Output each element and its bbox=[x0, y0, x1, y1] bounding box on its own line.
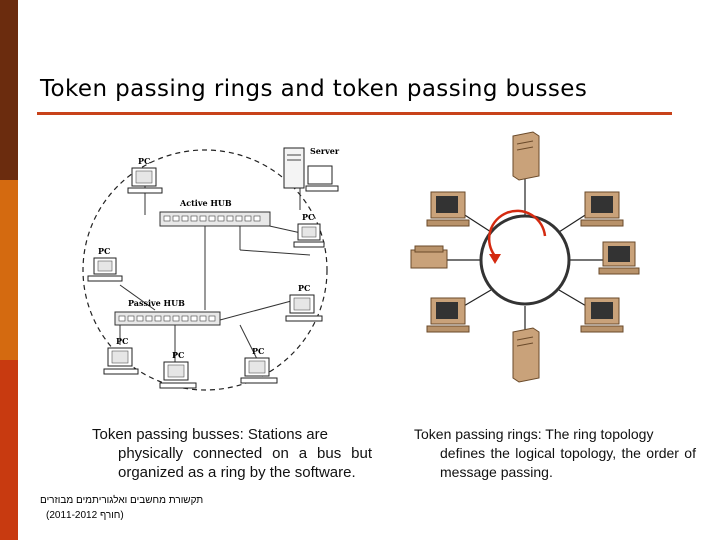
pc-upper-right bbox=[580, 191, 624, 227]
sidebar-stripe-bottom bbox=[0, 360, 18, 540]
slide-title: Token passing rings and token passing bu… bbox=[40, 76, 588, 102]
ring bbox=[479, 214, 571, 306]
pc-bottom-left: PC bbox=[103, 336, 139, 375]
pc-middle-left bbox=[410, 245, 448, 269]
pc-bottom-center: PC bbox=[159, 350, 197, 389]
ring-caption-first: Token passing rings: The ring topology bbox=[414, 426, 654, 442]
bus-caption: Token passing busses: Stations are physi… bbox=[92, 425, 372, 482]
pc-left: PC bbox=[87, 246, 123, 282]
title-underline bbox=[37, 112, 672, 115]
semester-footer: (2011-2012 חורף) bbox=[46, 510, 124, 521]
pc-bottom-right: PC bbox=[240, 346, 278, 384]
token-ring-diagram bbox=[410, 131, 640, 383]
server: Server bbox=[283, 146, 340, 192]
token-direction-arrow bbox=[487, 209, 547, 257]
pc-label: PC bbox=[172, 350, 184, 360]
bus-caption-first: Token passing busses: Stations are bbox=[92, 426, 328, 443]
pc-top-left: PC bbox=[127, 156, 163, 194]
pc-label: PC bbox=[252, 346, 264, 356]
ring-caption-rest: defines the logical topology, the order … bbox=[440, 445, 696, 480]
bus-cables bbox=[119, 180, 311, 380]
passive-hub-label: Passive HUB bbox=[128, 298, 185, 308]
active-hub: Active HUB bbox=[159, 198, 271, 227]
sidebar-stripe-middle bbox=[0, 180, 18, 360]
pc-lower-right bbox=[580, 297, 624, 333]
token-bus-diagram: Active HUB Passive HUB PC Server PC bbox=[82, 146, 340, 391]
course-title-footer: תקשורת מחשבים ואלגוריתמים מבוזרים bbox=[40, 495, 204, 506]
pc-label: PC bbox=[302, 212, 314, 222]
server-label: Server bbox=[310, 146, 340, 156]
pc-label: PC bbox=[138, 156, 150, 166]
passive-hub: Passive HUB bbox=[114, 298, 221, 326]
pc-label: PC bbox=[116, 336, 128, 346]
pc-upper-left bbox=[426, 191, 470, 227]
pc-lower-left bbox=[426, 297, 470, 333]
sidebar-stripe-top bbox=[0, 0, 18, 180]
pc-label: PC bbox=[98, 246, 110, 256]
ring-caption: Token passing rings: The ring topology d… bbox=[414, 425, 696, 482]
token-arrowhead bbox=[489, 254, 501, 264]
pc-right-lower: PC bbox=[285, 283, 323, 322]
server-top bbox=[512, 131, 540, 181]
logical-ring-dashed bbox=[82, 149, 328, 391]
pc-label: PC bbox=[298, 283, 310, 293]
pc-middle-right bbox=[598, 241, 640, 275]
bus-caption-rest: physically connected on a bus but organi… bbox=[118, 445, 372, 481]
active-hub-label: Active HUB bbox=[179, 198, 232, 208]
pc-right-upper: PC bbox=[293, 212, 325, 248]
server-bottom bbox=[512, 327, 540, 383]
